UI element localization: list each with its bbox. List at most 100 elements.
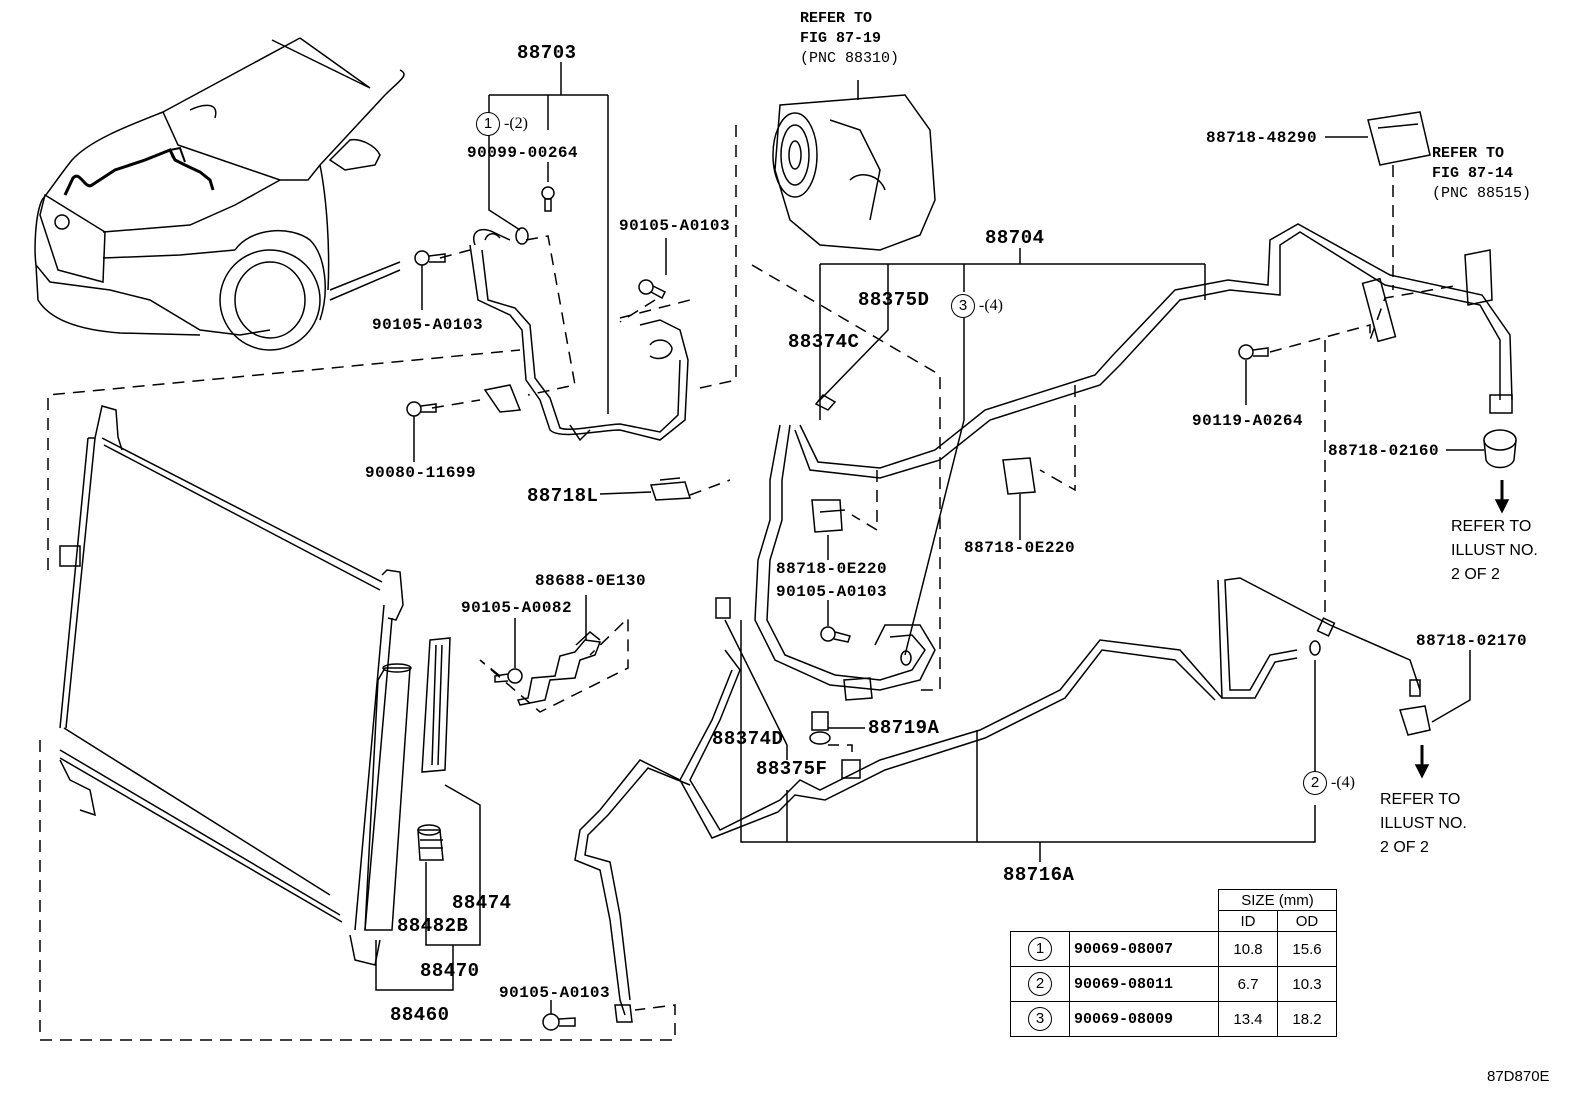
part-label-90105-a0103-upper[interactable]: 90105-A0103	[372, 316, 484, 334]
row-id: 10.8	[1218, 931, 1278, 967]
bolt-90080-11699	[406, 401, 437, 417]
part-label-90119-a0264[interactable]: 90119-A0264	[1192, 412, 1304, 430]
dashed-guides	[39, 125, 1461, 1041]
row-callout: 1	[1028, 937, 1052, 961]
part-label-88482b[interactable]: 88482B	[397, 915, 469, 937]
clamp-88718-0e220-b	[1002, 457, 1036, 495]
small-parts	[406, 111, 1517, 1031]
ref-line: FIG 87-14	[1432, 165, 1514, 182]
part-label-88470[interactable]: 88470	[420, 960, 480, 982]
part-label-90105-a0082[interactable]: 90105-A0082	[461, 599, 573, 617]
part-label-90099-00264[interactable]: 90099-00264	[467, 144, 579, 162]
part-label-88460[interactable]: 88460	[390, 1004, 450, 1026]
condenser-leaders	[375, 784, 481, 991]
callout-circle-3: 3	[951, 294, 975, 318]
callout-circle-2: 2	[1303, 771, 1327, 795]
bolt-90105-a0103-compressor	[638, 279, 667, 300]
part-label-88474[interactable]: 88474	[452, 892, 512, 914]
col-od-header: OD	[1277, 910, 1337, 932]
ref-line: 2 OF 2	[1451, 566, 1500, 583]
row-id: 13.4	[1218, 1001, 1278, 1037]
pressure-sensor-right	[1464, 249, 1493, 306]
cap-88718-02160	[1483, 429, 1517, 469]
row-od: 10.3	[1277, 966, 1337, 1002]
ref-line: REFER TO	[1432, 145, 1505, 162]
part-label-88703[interactable]: 88703	[517, 42, 577, 64]
bolt-90105-a0103-mid	[820, 626, 851, 643]
switch-88718-48290	[1367, 111, 1431, 166]
callout-qty-1: -(2)	[504, 115, 528, 132]
ref-line: (PNC 88515)	[1432, 185, 1532, 202]
part-label-88718-0e220-left[interactable]: 88718-0E220	[776, 560, 888, 578]
table-row: 1 90069-08007 10.8 15.6	[1010, 931, 1337, 967]
bolt-90099-00264	[541, 186, 555, 212]
o-ring-size-table: SIZE (mm) ID OD 1 90069-08007 10.8 15.6 …	[1010, 889, 1337, 1037]
blank-cell	[1011, 911, 1070, 932]
callout-qty-3: -(4)	[979, 297, 1003, 314]
ref-line: REFER TO	[1451, 518, 1532, 535]
discharge-hose	[469, 227, 689, 442]
cap-88718-02170	[1399, 679, 1431, 736]
table-row: 2 90069-08011 6.7 10.3	[1010, 966, 1337, 1002]
compressor	[772, 80, 936, 251]
ref-line: 2 OF 2	[1380, 839, 1429, 856]
part-label-88375d[interactable]: 88375D	[858, 289, 930, 311]
bolt-90105-a0103-lower	[542, 1013, 576, 1031]
part-label-88718-02170[interactable]: 88718-02170	[1416, 632, 1528, 650]
col-id-header: ID	[1218, 910, 1278, 932]
row-part-number[interactable]: 90069-08009	[1069, 1001, 1219, 1037]
ref-line: REFER TO	[800, 10, 873, 27]
part-label-88374c[interactable]: 88374C	[788, 331, 860, 353]
part-label-88718-02160[interactable]: 88718-02160	[1328, 442, 1440, 460]
illust-reference-upper: REFER TO ILLUST NO. 2 OF 2	[1451, 515, 1538, 587]
part-label-88704[interactable]: 88704	[985, 227, 1045, 249]
part-label-90105-a0103-lower[interactable]: 90105-A0103	[499, 984, 611, 1002]
size-header: SIZE (mm)	[1218, 889, 1337, 911]
part-label-90105-a0103-compressor[interactable]: 90105-A0103	[619, 217, 731, 235]
part-label-88688-0e130[interactable]: 88688-0E130	[535, 572, 647, 590]
ref-line: REFER TO	[1380, 791, 1461, 808]
row-callout-cell: 3	[1010, 1001, 1070, 1037]
leader-lines	[413, 62, 1484, 1014]
sensor-88719A	[809, 711, 831, 745]
liquid-line	[574, 577, 1421, 1023]
blank-cell	[1011, 890, 1070, 911]
ref-line: (PNC 88310)	[800, 50, 900, 67]
pressure-switch-reference-note: REFER TO FIG 87-14 (PNC 88515)	[1432, 144, 1531, 204]
row-callout: 3	[1028, 1007, 1052, 1031]
part-label-88374d[interactable]: 88374D	[712, 728, 784, 750]
bolt-90105-a0082	[494, 668, 523, 684]
figure-id: 87D870E	[1487, 1068, 1550, 1085]
row-id: 6.7	[1218, 966, 1278, 1002]
part-label-88716a[interactable]: 88716A	[1003, 864, 1075, 886]
row-od: 15.6	[1277, 931, 1337, 967]
clamp-88718L	[649, 477, 692, 501]
callout-circle-1: 1	[476, 112, 500, 136]
part-label-88719a[interactable]: 88719A	[868, 717, 940, 739]
ref-line: ILLUST NO.	[1451, 542, 1538, 559]
illust-reference-lower: REFER TO ILLUST NO. 2 OF 2	[1380, 788, 1467, 860]
part-label-88375f[interactable]: 88375F	[756, 758, 828, 780]
bolt-90119-a0264	[1238, 344, 1269, 360]
row-part-number[interactable]: 90069-08007	[1069, 931, 1219, 967]
ref-line: FIG 87-19	[800, 30, 882, 47]
condenser-assembly	[59, 405, 451, 966]
part-label-88718l[interactable]: 88718L	[527, 485, 599, 507]
part-label-88718-48290[interactable]: 88718-48290	[1206, 129, 1318, 147]
callout-qty-2: -(4)	[1331, 774, 1355, 791]
blank-cell	[1070, 911, 1219, 932]
bracket-88688-0e130	[516, 631, 602, 706]
table-row: 3 90069-08009 13.4 18.2	[1010, 1001, 1337, 1037]
clamp-88718-0e220-a	[811, 499, 846, 533]
compressor-reference-note: REFER TO FIG 87-19 (PNC 88310)	[800, 9, 899, 69]
row-part-number[interactable]: 90069-08011	[1069, 966, 1219, 1002]
part-label-90080-11699[interactable]: 90080-11699	[365, 464, 477, 482]
blank-cell	[1070, 890, 1219, 911]
part-label-90105-a0103-mid[interactable]: 90105-A0103	[776, 583, 888, 601]
ref-line: ILLUST NO.	[1380, 815, 1467, 832]
part-label-88718-0e220-right[interactable]: 88718-0E220	[964, 539, 1076, 557]
row-callout-cell: 2	[1010, 966, 1070, 1002]
size-header-row: SIZE (mm)	[1011, 889, 1337, 911]
size-subheader-row: ID OD	[1011, 910, 1337, 932]
